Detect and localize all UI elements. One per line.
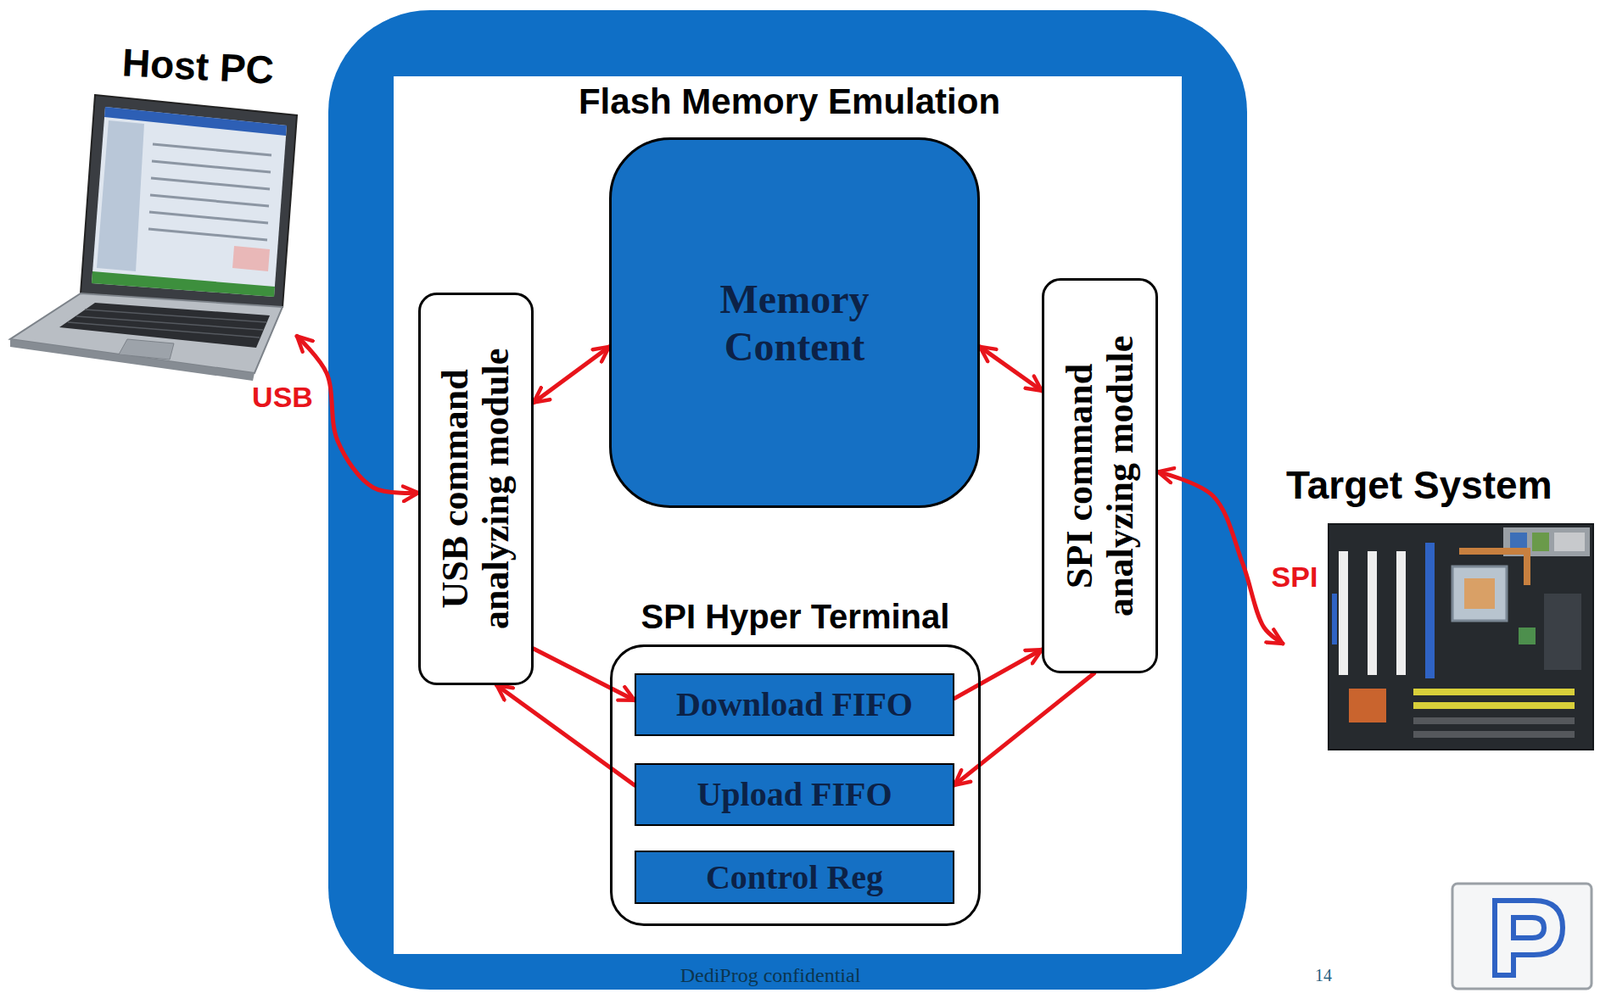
bus-label: SPI (1271, 560, 1319, 594)
node-heading: Host PC (121, 39, 275, 93)
signal-arrow (979, 346, 1042, 392)
motherboard-illustration (1328, 524, 1594, 750)
label-holder: DediProg confidential (680, 964, 862, 988)
node-heading: Flash Memory Emulation (393, 81, 1186, 123)
control-reg-box: Control Reg (634, 850, 955, 905)
outer-frame (328, 10, 1248, 991)
host-pc: Host PC (8, 38, 297, 375)
node-label: Upload FIFO (696, 775, 892, 815)
laptop-illustration (10, 95, 297, 381)
flash-memory-emulation: Flash Memory EmulationMemory ContentUSB … (393, 76, 1186, 955)
node-heading: Target System (1286, 462, 1553, 509)
node-label: USB command analyzing module (435, 336, 518, 643)
signal-arrow (533, 346, 610, 403)
page-number: 14 (1314, 966, 1332, 986)
emulation-panel (393, 76, 1182, 955)
spi-command-module: SPI command analyzing module (1041, 278, 1159, 674)
node-label: Memory Content (667, 275, 923, 370)
memory-content-box: Memory Content (609, 137, 980, 509)
signal-arrow (496, 685, 635, 786)
edge-label-holder: USB (251, 380, 314, 414)
signal-arrow (533, 648, 635, 701)
label-holder: 14 (1314, 966, 1332, 986)
target-system: Target System (1282, 462, 1595, 756)
company-logo (1452, 883, 1592, 990)
signal-arrow (954, 673, 1095, 786)
node-label: Control Reg (705, 858, 884, 898)
usb-command-module: USB command analyzing module (418, 292, 534, 686)
spi-hyper-terminal-group: SPI Hyper TerminalDownload FIFO Upload FI… (609, 596, 981, 927)
edge-label-holder: SPI (1271, 560, 1319, 594)
download-fifo-box: Download FIFO (634, 673, 955, 737)
bus-label: USB (251, 380, 314, 414)
node-heading: SPI Hyper Terminal (609, 598, 981, 637)
signal-arrow (1158, 471, 1283, 644)
upload-fifo-box: Upload FIFO (634, 763, 955, 827)
node-label: Download FIFO (676, 685, 913, 725)
node-label: SPI command analyzing module (1058, 323, 1142, 629)
signal-arrow (296, 335, 419, 493)
signal-arrow (954, 649, 1042, 700)
footer-note: DediProg confidential (680, 964, 862, 988)
